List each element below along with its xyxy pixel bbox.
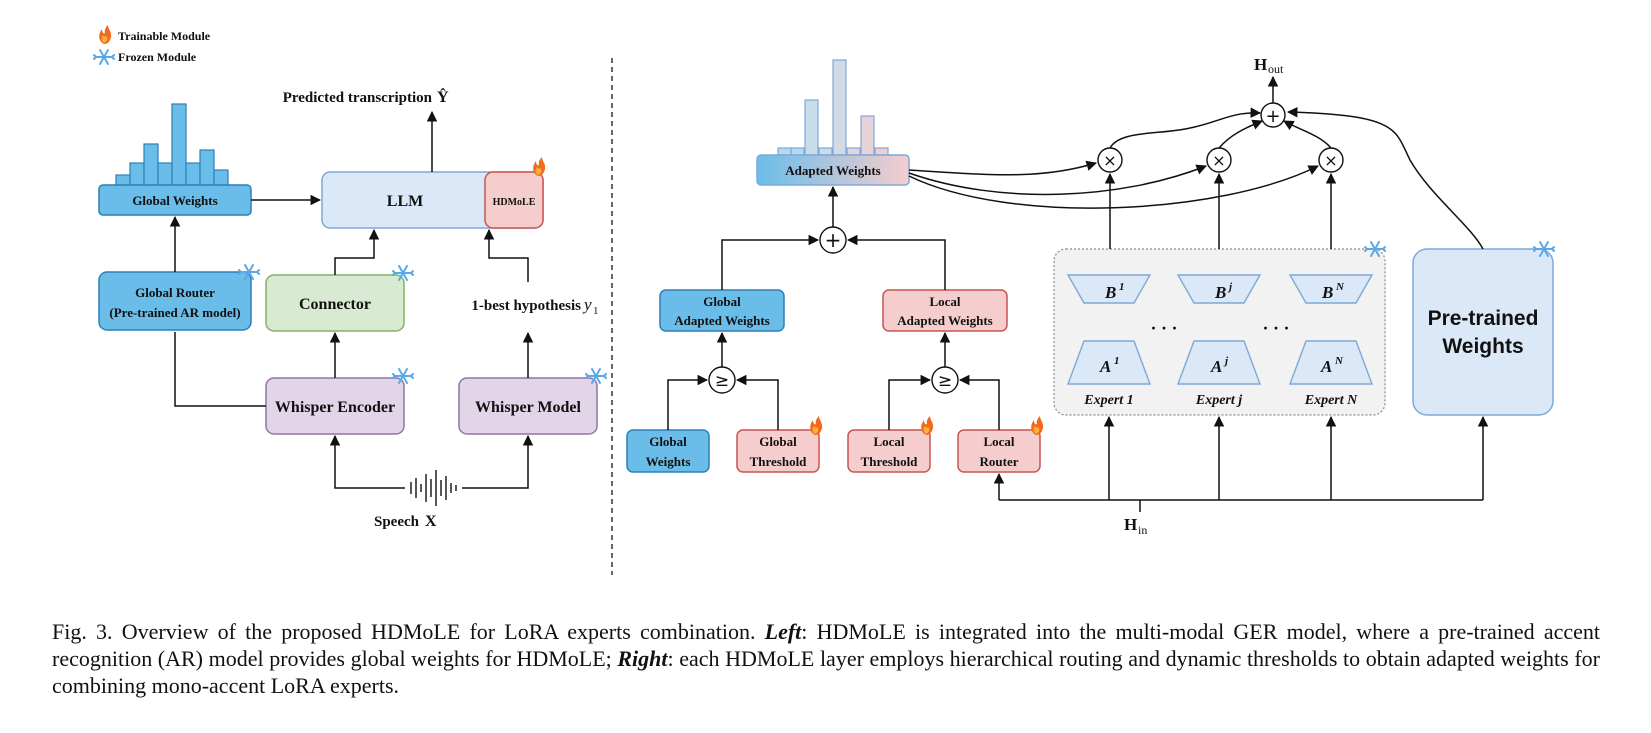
a1-label: A bbox=[1099, 357, 1111, 376]
h-out-subscript: out bbox=[1268, 62, 1284, 76]
hdmole-box bbox=[484, 171, 544, 229]
hypothesis-subscript: 1 bbox=[593, 305, 599, 317]
global-router-box bbox=[98, 271, 252, 331]
bj-label: B bbox=[1214, 283, 1226, 302]
caption-right-label: Right bbox=[617, 646, 668, 671]
global-threshold-sublabel: Threshold bbox=[750, 454, 808, 469]
global-adapted-weights-sublabel: Adapted Weights bbox=[674, 313, 769, 328]
lora-b-matrix-n bbox=[1288, 274, 1374, 304]
a1-sup: 1 bbox=[1114, 355, 1120, 367]
hypothesis-symbol: y bbox=[582, 295, 592, 314]
times-symbol: × bbox=[1212, 151, 1225, 170]
global-adapted-weights-label: Global bbox=[703, 294, 741, 309]
whisper-encoder-label: Whisper Encoder bbox=[275, 399, 395, 416]
left-panel: Global Weights Global Router (Pre-traine… bbox=[98, 87, 607, 530]
local-threshold-sublabel: Threshold bbox=[861, 454, 919, 469]
pretrained-weights-label: Pre-trained bbox=[1428, 307, 1539, 330]
adapted-weights-histogram bbox=[777, 59, 889, 156]
global-weights-input-label: Global bbox=[649, 434, 687, 449]
global-weights-input-sublabel: Weights bbox=[646, 454, 691, 469]
local-router-sublabel: Router bbox=[980, 454, 1019, 469]
bj-sup: j bbox=[1227, 281, 1233, 293]
snowflake-icon bbox=[93, 49, 115, 65]
hdmole-label: HDMoLE bbox=[493, 197, 536, 208]
global-weights-histogram bbox=[115, 103, 229, 188]
flame-icon bbox=[99, 25, 112, 44]
expert-j-label: Expert j bbox=[1195, 393, 1242, 408]
lora-a-matrix-n bbox=[1288, 340, 1374, 385]
llm-label: LLM bbox=[387, 193, 423, 210]
lora-b-matrix-1 bbox=[1066, 274, 1152, 304]
lora-a-matrix-1 bbox=[1066, 340, 1152, 385]
times-symbol: × bbox=[1324, 151, 1337, 170]
bn-sup: N bbox=[1335, 281, 1345, 293]
flame-icon bbox=[533, 157, 546, 176]
local-router-label: Local bbox=[983, 434, 1014, 449]
an-sup: N bbox=[1334, 355, 1344, 367]
whisper-model-label: Whisper Model bbox=[475, 399, 581, 416]
aj-sup: j bbox=[1223, 355, 1229, 367]
caption-left-text: : HDMoLE is integrated into the multi-mo… bbox=[52, 619, 1600, 671]
expert-1-label: Expert 1 bbox=[1083, 393, 1133, 408]
geq-symbol: ≥ bbox=[938, 371, 952, 391]
lora-b-matrix-j bbox=[1176, 274, 1262, 304]
flame-icon bbox=[1031, 416, 1044, 435]
connector-label: Connector bbox=[299, 296, 371, 313]
pretrained-weights-box bbox=[1412, 248, 1554, 416]
figure-caption: Fig. 3. Overview of the proposed HDMoLE … bbox=[52, 618, 1600, 699]
expert-n-label: Expert N bbox=[1304, 393, 1358, 408]
times-symbol: × bbox=[1103, 151, 1116, 170]
legend-frozen: Frozen Module bbox=[118, 50, 197, 64]
b1-label: B bbox=[1104, 283, 1116, 302]
caption-left-label: Left bbox=[764, 619, 802, 644]
speech-label: Speech bbox=[374, 514, 420, 530]
caption-right-text: : each HDMoLE layer employs hierarchical… bbox=[52, 646, 1600, 698]
h-out-label: H bbox=[1254, 55, 1267, 74]
predicted-transcription-symbol: Ŷ bbox=[437, 87, 449, 106]
legend: Trainable Module Frozen Module bbox=[93, 25, 211, 65]
local-adapted-weights-sublabel: Adapted Weights bbox=[897, 313, 992, 328]
global-router-sublabel: (Pre-trained AR model) bbox=[109, 305, 240, 320]
right-connections bbox=[667, 75, 1489, 512]
global-router-label: Global Router bbox=[135, 285, 215, 300]
h-in-subscript: in bbox=[1138, 523, 1147, 537]
pretrained-weights-sublabel: Weights bbox=[1442, 335, 1523, 358]
experts-container bbox=[1053, 248, 1386, 416]
bn-label: B bbox=[1321, 283, 1333, 302]
b1-sup: 1 bbox=[1119, 281, 1125, 293]
right-panel: Adapted Weights + Global Adapted Weights… bbox=[626, 55, 1555, 537]
plus-symbol: + bbox=[1265, 106, 1280, 127]
an-label: A bbox=[1320, 357, 1332, 376]
global-threshold-label: Global bbox=[759, 434, 797, 449]
hypothesis-label: 1-best hypothesis bbox=[471, 298, 581, 314]
ellipsis-right: · · · bbox=[1262, 318, 1289, 338]
speech-symbol: X bbox=[425, 513, 437, 530]
caption-prefix: Fig. 3. Overview of the proposed HDMoLE … bbox=[52, 619, 765, 644]
h-in-label: H bbox=[1124, 515, 1137, 534]
lora-a-matrix-j bbox=[1176, 340, 1262, 385]
ellipsis-left: · · · bbox=[1150, 318, 1177, 338]
adapted-weights-label: Adapted Weights bbox=[785, 163, 880, 178]
global-weights-label: Global Weights bbox=[132, 193, 217, 208]
local-adapted-weights-label: Local bbox=[929, 294, 960, 309]
waveform-icon bbox=[410, 470, 457, 506]
geq-symbol: ≥ bbox=[715, 371, 729, 391]
predicted-transcription-label: Predicted transcription bbox=[283, 90, 433, 106]
plus-symbol: + bbox=[825, 228, 842, 252]
local-threshold-label: Local bbox=[873, 434, 904, 449]
flame-icon bbox=[921, 416, 934, 435]
legend-trainable: Trainable Module bbox=[118, 29, 211, 43]
left-connections bbox=[169, 110, 534, 489]
flame-icon bbox=[810, 416, 823, 435]
aj-label: A bbox=[1210, 357, 1222, 376]
